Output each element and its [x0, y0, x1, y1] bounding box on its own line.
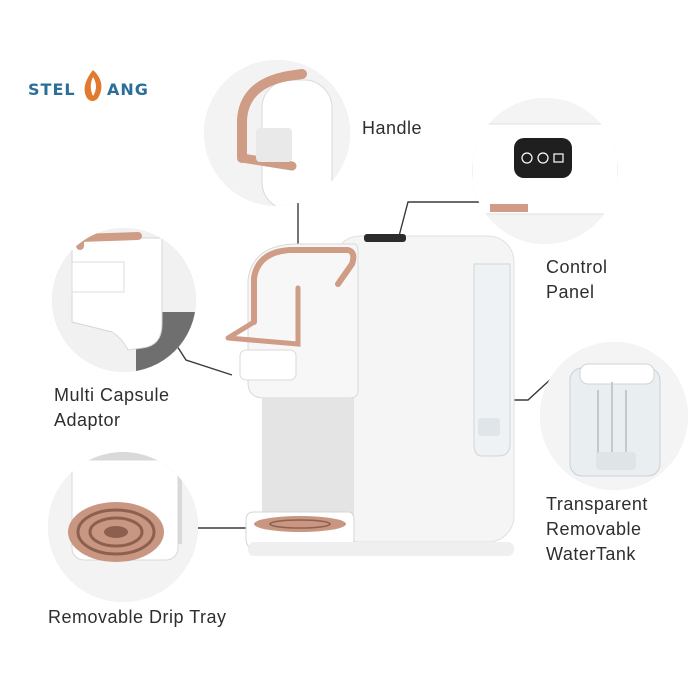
brand-logo: STEL ANG — [28, 66, 158, 106]
tank-label-line1: Transparent — [546, 494, 648, 514]
logo-text-right: ANG — [107, 80, 149, 99]
control-panel-label-line2: Panel — [546, 282, 595, 302]
adaptor-detail-circle — [52, 228, 196, 372]
drip-tray-label: Removable Drip Tray — [48, 607, 227, 627]
adaptor-label-line2: Adaptor — [54, 410, 121, 430]
coffee-machine-image — [225, 234, 515, 556]
control-panel-label: Control Panel — [546, 255, 608, 305]
control-panel-detail-circle — [472, 98, 618, 244]
tank-label: Transparent Removable WaterTank — [546, 492, 648, 567]
logo-flame-icon — [84, 70, 102, 101]
control-panel-detail-image — [472, 98, 618, 244]
handle-label: Handle — [362, 118, 423, 138]
adaptor-label: Multi Capsule Adaptor — [54, 383, 170, 433]
handle-detail-circle — [204, 60, 350, 206]
tank-detail-circle — [540, 342, 688, 490]
drip-tray-detail-image — [48, 452, 198, 602]
tank-label-line2: Removable — [546, 519, 642, 539]
control-panel-label-line1: Control — [546, 257, 608, 277]
control-panel-leader-line — [397, 201, 482, 241]
adaptor-label-line1: Multi Capsule — [54, 385, 170, 405]
drip-tray-detail-circle — [48, 452, 198, 602]
handle-detail-image — [204, 60, 350, 206]
tank-label-line3: WaterTank — [546, 544, 636, 564]
logo-text-left: STEL — [28, 80, 76, 99]
tank-detail-image — [540, 342, 688, 490]
control-panel-graphic — [364, 234, 406, 242]
adaptor-detail-image — [52, 228, 196, 372]
